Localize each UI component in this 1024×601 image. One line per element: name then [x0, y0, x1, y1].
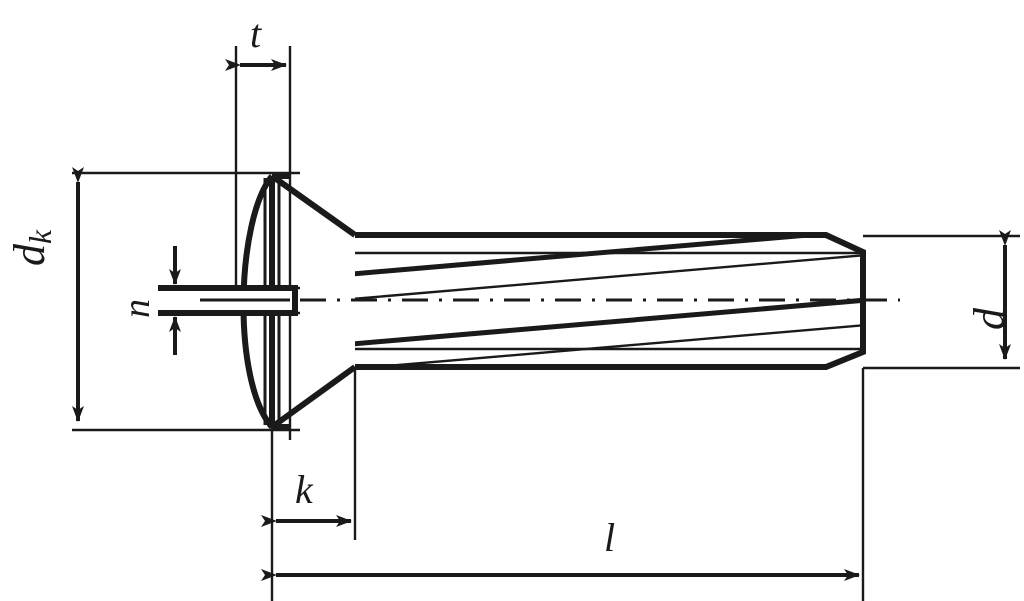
dimension-label-dk-base: d [5, 244, 54, 266]
thread-crest-line [340, 158, 890, 205]
head-cone-top [270, 173, 357, 238]
dimension-label-n: n [116, 299, 158, 318]
dimension-label-k: k [295, 467, 313, 512]
extension-lines [72, 46, 1020, 601]
thread-root-line [340, 393, 890, 440]
thread-crest-line [355, 295, 863, 348]
dimension-label-d: d [965, 308, 1014, 330]
thread-root-line [340, 183, 890, 230]
dimension-label-dk: dk [5, 229, 58, 266]
thread-crest-line [355, 365, 863, 367]
thread-root-line [355, 251, 863, 302]
dimension-label-t: t [250, 11, 262, 56]
head-cone-bottom [270, 364, 357, 430]
dimension-label-dk-subscript: k [22, 229, 58, 244]
dimension-label-l: l [604, 515, 616, 560]
screw-body [158, 158, 890, 440]
thread-root-line [355, 321, 863, 367]
dimension-lines [72, 59, 1011, 581]
